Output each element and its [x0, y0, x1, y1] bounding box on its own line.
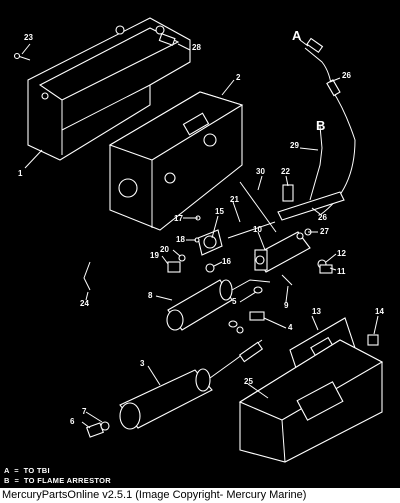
callout-27: 27: [320, 227, 329, 236]
legend-line-a: A = TO TBI: [4, 466, 50, 475]
callout-13: 13: [312, 307, 321, 316]
callout-29: 29: [290, 141, 299, 150]
callout-26-top: 26: [342, 71, 351, 80]
callout-15: 15: [215, 207, 224, 216]
stud-part: [227, 221, 276, 239]
callout-30: 30: [256, 167, 265, 176]
elbow-fitting: [317, 259, 333, 274]
fuel-pump: [166, 279, 271, 331]
fuel-line-to-tbi: [304, 37, 356, 216]
spring-part: [83, 261, 91, 291]
callout-9: 9: [284, 301, 289, 310]
callout-a: A: [292, 28, 302, 43]
screw-part-9: [281, 274, 293, 286]
callout-7: 7: [82, 407, 87, 416]
callout-17: 17: [174, 214, 183, 223]
leader-lines: [21, 39, 379, 429]
callout-11: 11: [337, 267, 346, 276]
callout-12: 12: [337, 249, 346, 258]
fitting-part: [296, 228, 312, 240]
clamp-part: [205, 263, 215, 273]
callout-25: 25: [244, 377, 253, 386]
callout-21: 21: [230, 195, 239, 204]
callout-5: 5: [232, 297, 237, 306]
parts-diagram: 23 1 28 2 A 26 B 29 30 22 26 21 10 27 12…: [13, 17, 385, 463]
pump-housing: [108, 91, 244, 231]
screw-part: [13, 52, 31, 61]
callout-8: 8: [148, 291, 153, 300]
callout-18: 18: [176, 235, 185, 244]
callout-2: 2: [236, 73, 241, 82]
vent-hose: [277, 147, 345, 221]
callout-19: 19: [150, 251, 159, 260]
nut-part: [367, 334, 379, 346]
callout-b: B: [316, 118, 325, 133]
callout-4: 4: [288, 323, 293, 332]
callout-1: 1: [18, 169, 23, 178]
callout-14: 14: [375, 307, 384, 316]
callout-22: 22: [281, 167, 290, 176]
callout-6: 6: [70, 417, 75, 426]
electric-fuel-pump: [119, 339, 264, 430]
callout-20: 20: [160, 245, 169, 254]
clip-part: [158, 33, 176, 46]
fitting-6-7: [86, 421, 110, 438]
callout-3: 3: [140, 359, 145, 368]
callout-23: 23: [24, 33, 33, 42]
callout-26-mid: 26: [318, 213, 327, 222]
o-ring-group: [228, 286, 265, 334]
callout-16: 16: [222, 257, 231, 266]
copyright-footer: MercuryPartsOnline v2.5.1 (Image Copyrig…: [0, 488, 400, 503]
callout-labels: 23 1 28 2 A 26 B 29 30 22 26 21 10 27 12…: [18, 28, 384, 426]
mounting-bracket: [27, 17, 191, 161]
callout-24: 24: [80, 299, 89, 308]
pump-bracket-group: [167, 215, 223, 273]
callout-10: 10: [253, 225, 262, 234]
fuel-filter: [254, 231, 311, 273]
legend-line-b: B = TO FLAME ARRESTOR: [4, 476, 111, 485]
exploded-view-svg: 23 1 28 2 A 26 B 29 30 22 26 21 10 27 12…: [13, 17, 384, 463]
callout-28: 28: [192, 43, 201, 52]
pump-cover: [238, 339, 384, 463]
